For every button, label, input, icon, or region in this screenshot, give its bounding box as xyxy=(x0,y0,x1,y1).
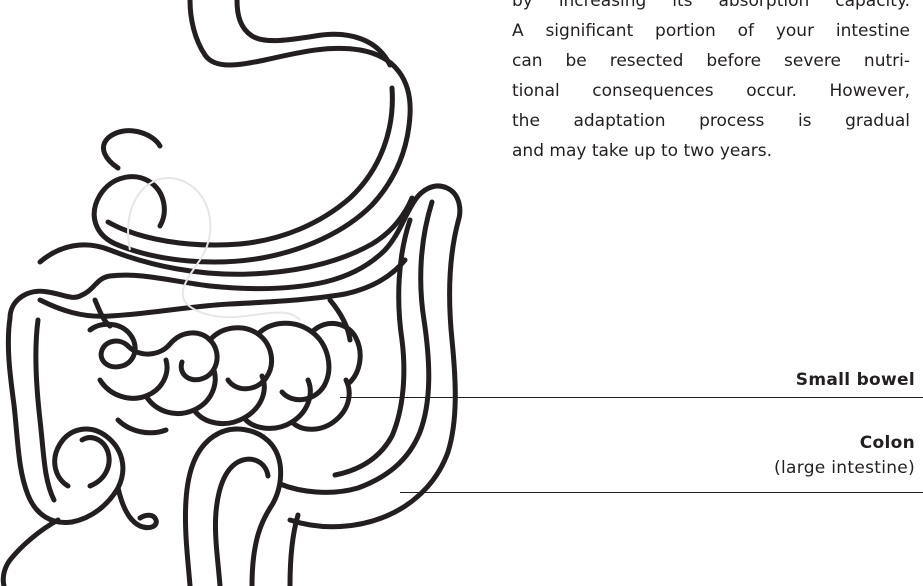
paragraph-line: the adaptation process is gradual xyxy=(512,106,910,136)
small-bowel-loop-11 xyxy=(118,420,166,433)
paragraph-line: tional consequences occur. However, xyxy=(512,76,910,106)
ascending-colon-inner xyxy=(36,320,54,500)
cecum-inner xyxy=(82,438,109,486)
cecum xyxy=(55,429,123,522)
small-bowel-loop-4 xyxy=(258,323,329,399)
body-paragraph: by increasing its absorption capacity. A… xyxy=(512,0,910,166)
small-bowel-loop-2 xyxy=(128,333,217,380)
colon-label: Colon xyxy=(860,433,915,453)
paragraph-line: and may take up to two years. xyxy=(512,136,910,166)
transverse-colon xyxy=(10,186,460,318)
appendix xyxy=(118,488,156,528)
paragraph-line: A significant portion of your intestine xyxy=(512,16,910,46)
small-bowel-loop-12 xyxy=(330,300,350,340)
watermark-swirl xyxy=(128,178,300,320)
appendix-base xyxy=(3,520,58,586)
paragraph-line: can be resected before severe nutri- xyxy=(512,46,910,76)
colon-leader-line xyxy=(400,492,923,493)
esophagus-wall xyxy=(237,0,390,65)
small-bowel-label: Small bowel xyxy=(796,370,915,390)
small-bowel-leader-line xyxy=(340,397,923,398)
rectum-outer xyxy=(185,429,280,586)
rectum-center xyxy=(290,515,298,586)
small-bowel-loop-5 xyxy=(312,323,360,384)
stomach-bend xyxy=(103,131,160,168)
colon-sublabel: (large intestine) xyxy=(774,458,915,478)
paragraph-line: by increasing its absorption capacity. xyxy=(512,0,910,16)
